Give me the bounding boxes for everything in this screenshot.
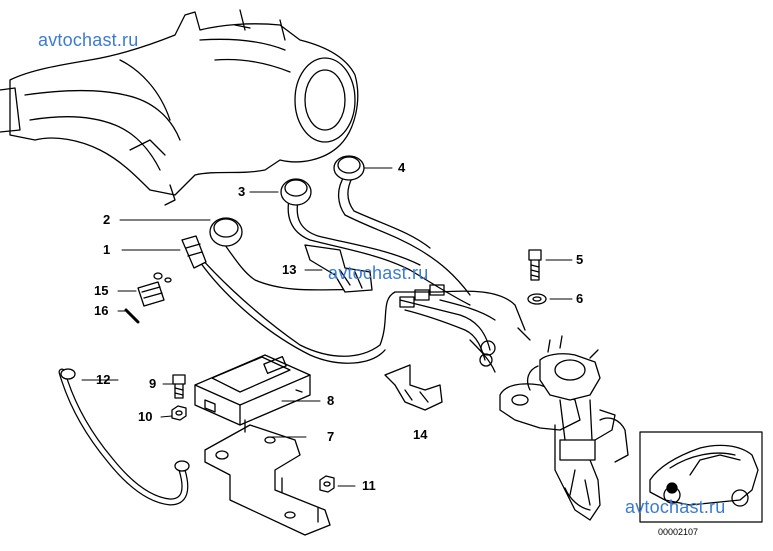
callout-14: 14 <box>413 427 428 442</box>
vacuum-hose-bundle <box>189 174 531 373</box>
nut-11 <box>319 475 335 493</box>
callout-8: 8 <box>327 393 335 408</box>
callout-9: 9 <box>149 376 157 391</box>
nut-10 <box>171 405 187 421</box>
inset-vehicle-view <box>639 431 763 523</box>
washer-6 <box>527 293 547 305</box>
watermark-bottom-right: avtochast.ru <box>625 497 726 517</box>
callout-6: 6 <box>576 291 584 306</box>
callout-2: 2 <box>103 212 111 227</box>
o-ring-16 <box>124 308 140 324</box>
bolt-9 <box>172 374 186 399</box>
callout-11: 11 <box>362 478 376 493</box>
callout-10: 10 <box>138 409 153 424</box>
leader-lines <box>81 167 573 487</box>
rubber-cap-2 <box>209 217 243 247</box>
callout-5: 5 <box>576 252 584 267</box>
callout-12: 12 <box>96 372 111 387</box>
watermark-center: avtochast.ru <box>328 263 429 283</box>
bracket-14 <box>384 364 443 411</box>
pump-assembly <box>499 335 629 521</box>
control-unit-8 <box>194 354 311 426</box>
hose-12 <box>58 368 190 506</box>
callout-13: 13 <box>282 262 297 277</box>
callout-3: 3 <box>238 184 246 199</box>
screw-fitting-15 <box>137 272 172 307</box>
rubber-cap-3 <box>280 178 312 206</box>
rubber-cap-4 <box>333 155 365 181</box>
bracket-7 <box>204 419 331 536</box>
callout-1: 1 <box>103 242 111 257</box>
callout-4: 4 <box>398 160 406 175</box>
bolt-5 <box>528 249 542 281</box>
callout-7: 7 <box>327 429 335 444</box>
callout-15: 15 <box>94 283 109 298</box>
diagram-reference-number: 00002107 <box>658 527 699 537</box>
bracket-13 <box>304 244 373 293</box>
intake-manifold <box>0 9 359 206</box>
hose-connector-1 <box>181 235 207 269</box>
callout-16: 16 <box>94 303 109 318</box>
watermark-top-left: avtochast.ru <box>38 30 139 50</box>
